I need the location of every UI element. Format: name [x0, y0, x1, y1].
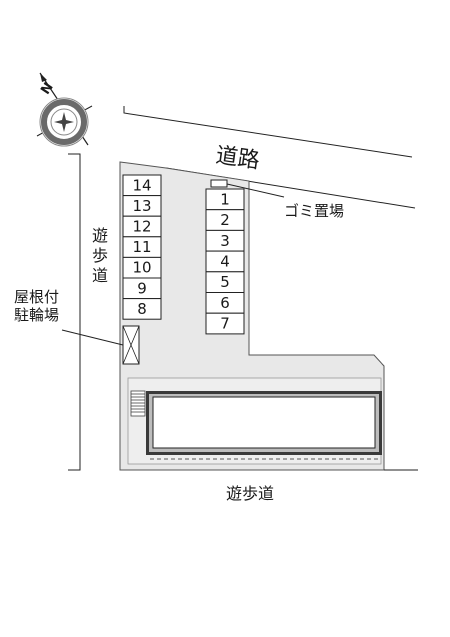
parking-stall-number-12: 12	[132, 218, 151, 236]
walkway-left-label-3: 道	[92, 266, 108, 285]
parking-stall-8	[122, 298, 162, 320]
parking-stall-number-13: 13	[132, 197, 151, 215]
parking-column-left: 14 13 12 11 10 9 8	[122, 174, 162, 320]
bike-parking-cross-b	[122, 325, 140, 365]
parking-stall-number-11: 11	[132, 238, 151, 256]
parking-stall-number-10: 10	[132, 259, 151, 277]
stairs-icon	[130, 390, 146, 417]
compass-rose-icon: N	[36, 72, 93, 147]
parking-stall-number-3: 3	[220, 232, 230, 250]
garbage-leader	[226, 183, 285, 198]
walkway-bracket-left	[68, 153, 81, 471]
parking-stall-number-4: 4	[220, 252, 230, 270]
road-boundary-upper	[123, 106, 413, 158]
parking-stall-number-9: 9	[137, 279, 147, 297]
parking-stall-number-6: 6	[220, 294, 230, 312]
parking-stall-number-5: 5	[220, 273, 230, 291]
parking-stall-number-8: 8	[137, 300, 147, 318]
bike-parking-leader	[61, 329, 124, 346]
parking-stall-number-7: 7	[220, 315, 230, 333]
walkway-bottom-label: 遊歩道	[226, 484, 274, 503]
parking-stall-number-2: 2	[220, 211, 230, 229]
parking-stall-number-14: 14	[132, 176, 151, 194]
parking-stall-7	[205, 312, 245, 335]
garbage-area-box	[210, 179, 228, 188]
walkway-left-label-1: 遊	[92, 226, 108, 245]
road-label: 道路	[214, 143, 261, 174]
garbage-label: ゴミ置場	[284, 202, 344, 220]
bike-parking-label-2: 駐輪場	[14, 306, 59, 324]
parking-stall-number-1: 1	[220, 190, 230, 208]
walkway-left-label-2: 歩	[92, 246, 108, 265]
bike-parking-label-1: 屋根付	[14, 288, 59, 306]
parking-column-right: 1 2 3 4 5 6 7	[205, 188, 245, 335]
building-inner	[152, 396, 376, 449]
